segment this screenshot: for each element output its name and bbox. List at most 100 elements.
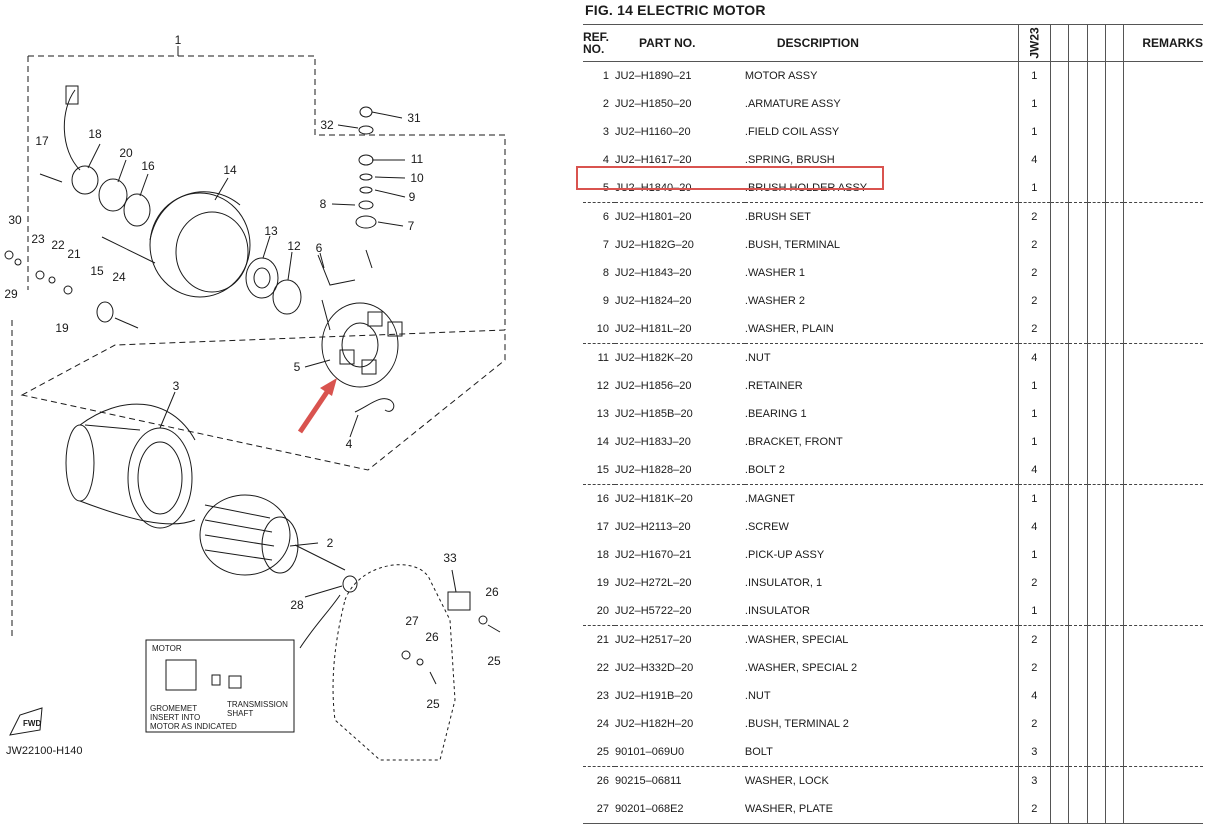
part-no-cell: JU2–H181K–20	[615, 484, 745, 513]
header-blank-col	[1068, 24, 1088, 62]
quantity-cell: 2	[1017, 654, 1051, 682]
blank-cell	[1086, 118, 1106, 146]
description-cell: MOTOR ASSY	[744, 70, 818, 82]
blank-cell	[1104, 400, 1124, 428]
part-no-cell: JU2–H182G–20	[615, 239, 694, 251]
description-cell: .SCREW	[744, 521, 789, 533]
part-no-cell: JU2–H182H–20	[615, 718, 694, 730]
callout-numbers: 1 2 3 4 5 6 7 8 9 10 11 12 13 14 15 16 1…	[4, 33, 501, 711]
quantity-cell: 2	[1017, 710, 1051, 738]
quantity-cell: 2	[1017, 259, 1051, 287]
blank-cell	[1104, 682, 1124, 710]
callout: 30	[8, 213, 22, 227]
blank-cell	[1068, 231, 1088, 259]
ref-no-cell: 6	[583, 202, 616, 231]
part-no-cell: JU2–H182K–20	[615, 343, 745, 372]
remarks-cell	[1123, 315, 1203, 344]
quantity-cell: 1	[1017, 428, 1051, 456]
callout: 20	[119, 146, 133, 160]
description-cell: .FIELD COIL ASSY	[744, 126, 840, 138]
blank-cell	[1049, 428, 1069, 456]
ref-no-cell: 10	[596, 323, 610, 335]
ref-no-cell: 3	[602, 126, 610, 138]
inset-motor-label: MOTOR	[152, 644, 182, 653]
remarks-cell	[1123, 738, 1203, 767]
quantity-cell: 1	[1017, 61, 1051, 90]
callout: 29	[4, 287, 18, 301]
ref-no-cell: 1	[602, 70, 610, 82]
remarks-cell	[1123, 428, 1203, 456]
callout: 27	[405, 614, 419, 628]
blank-cell	[1104, 202, 1124, 231]
blank-cell	[1086, 202, 1106, 231]
description-cell: .BOLT 2	[744, 464, 785, 476]
part-no-cell: JU2–H1160–20	[615, 126, 691, 138]
blank-cell	[1086, 61, 1106, 90]
quantity-cell: 2	[1017, 795, 1051, 824]
blank-cell	[1086, 513, 1106, 541]
ref-no-cell: 24	[596, 718, 610, 730]
quantity-cell: 4	[1017, 456, 1051, 485]
blank-cell	[1049, 766, 1069, 795]
blank-cell	[1049, 146, 1069, 174]
quantity-cell: 1	[1017, 118, 1051, 146]
part-no-cell: 90201–068E2	[615, 795, 745, 824]
remarks-cell	[1123, 118, 1203, 146]
inset-labels: MOTOR GROMEMET INSERT INTO MOTOR AS INDI…	[150, 644, 288, 731]
blank-cell	[1086, 146, 1106, 174]
callout: 23	[31, 232, 45, 246]
part-no-cell: JU2–H2113–20	[615, 521, 691, 533]
description-cell: .WASHER 1	[744, 267, 805, 279]
remarks-cell	[1123, 710, 1203, 738]
description-cell: .RETAINER	[744, 380, 803, 392]
blank-cell	[1086, 484, 1106, 513]
description-cell: .BUSH, TERMINAL	[744, 239, 841, 251]
ref-no-cell: 9	[602, 295, 610, 307]
blank-cell	[1104, 343, 1124, 372]
blank-cell	[1049, 259, 1069, 287]
blank-cell	[1104, 513, 1124, 541]
blank-cell	[1068, 118, 1088, 146]
blank-cell	[1086, 90, 1106, 118]
part-no-cell: JU2–H181L–20	[615, 323, 692, 335]
quantity-cell: 1	[1017, 541, 1051, 569]
blank-cell	[1104, 174, 1124, 203]
blank-cell	[1068, 146, 1088, 174]
callout: 4	[346, 437, 353, 451]
blank-cell	[1104, 484, 1124, 513]
blank-cell	[1104, 287, 1124, 315]
ref-no-cell: 8	[602, 267, 610, 279]
blank-cell	[1049, 625, 1069, 654]
description-cell: .NUT	[744, 343, 1019, 372]
description-cell: .WASHER 2	[744, 295, 805, 307]
remarks-cell	[1123, 513, 1203, 541]
blank-cell	[1049, 795, 1069, 824]
description-cell: .BEARING 1	[744, 408, 807, 420]
quantity-cell: 1	[1017, 484, 1051, 513]
ref-no-cell: 4	[602, 154, 610, 166]
ref-no-cell: 23	[596, 690, 610, 702]
blank-cell	[1086, 231, 1106, 259]
part-no-cell: 90101–069U0	[615, 746, 685, 758]
blank-cell	[1086, 541, 1106, 569]
quantity-cell: 1	[1017, 90, 1051, 118]
figure-code: JW22100-H140	[6, 745, 82, 757]
blank-cell	[1068, 90, 1088, 118]
blank-cell	[1068, 766, 1088, 795]
blank-cell	[1068, 400, 1088, 428]
blank-cell	[1086, 259, 1106, 287]
quantity-cell: 1	[1017, 400, 1051, 428]
blank-cell	[1104, 231, 1124, 259]
inset-insert-label: INSERT INTO	[150, 713, 200, 722]
callout: 8	[320, 197, 327, 211]
